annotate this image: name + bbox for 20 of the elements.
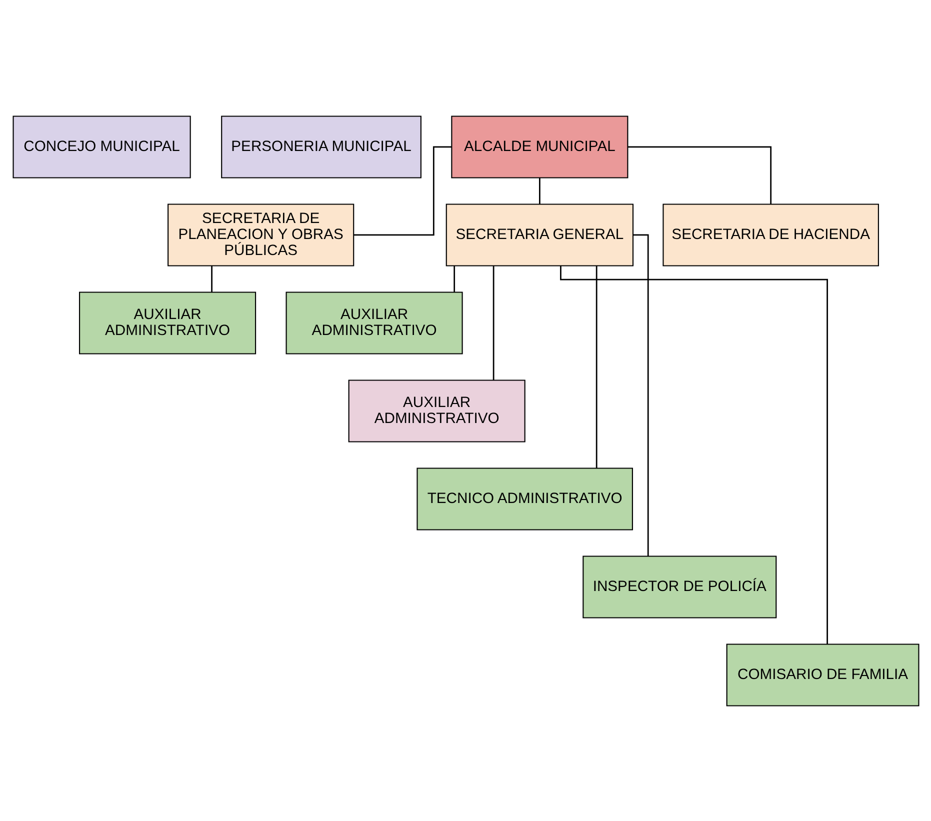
connector — [538, 177, 540, 204]
connector — [627, 146, 772, 204]
connector — [632, 234, 648, 556]
connector — [210, 265, 212, 292]
node-box: AUXILIAR ADMINISTRATIVO — [78, 291, 256, 354]
node-box: SECRETARIA DE HACIENDA — [662, 203, 878, 266]
node-box: PERSONERIA MUNICIPAL — [220, 115, 421, 178]
node-box: SECRETARIA DE PLANEACION Y OBRAS PÚBLICAS — [167, 203, 354, 266]
connector — [595, 265, 597, 468]
node-box: ALCALDE MUNICIPAL — [450, 115, 628, 178]
node-box: SECRETARIA GENERAL — [445, 203, 634, 266]
node-box: AUXILIAR ADMINISTRATIVO — [348, 379, 525, 442]
node-box: TECNICO ADMINISTRATIVO — [416, 467, 632, 530]
node-box: AUXILIAR ADMINISTRATIVO — [285, 291, 462, 354]
connector — [492, 266, 494, 380]
connector — [453, 265, 455, 292]
node-box: INSPECTOR DE POLICÍA — [582, 555, 776, 618]
connector — [353, 146, 452, 236]
node-box: CONCEJO MUNICIPAL — [12, 115, 190, 178]
node-box: COMISARIO DE FAMILIA — [726, 643, 919, 706]
